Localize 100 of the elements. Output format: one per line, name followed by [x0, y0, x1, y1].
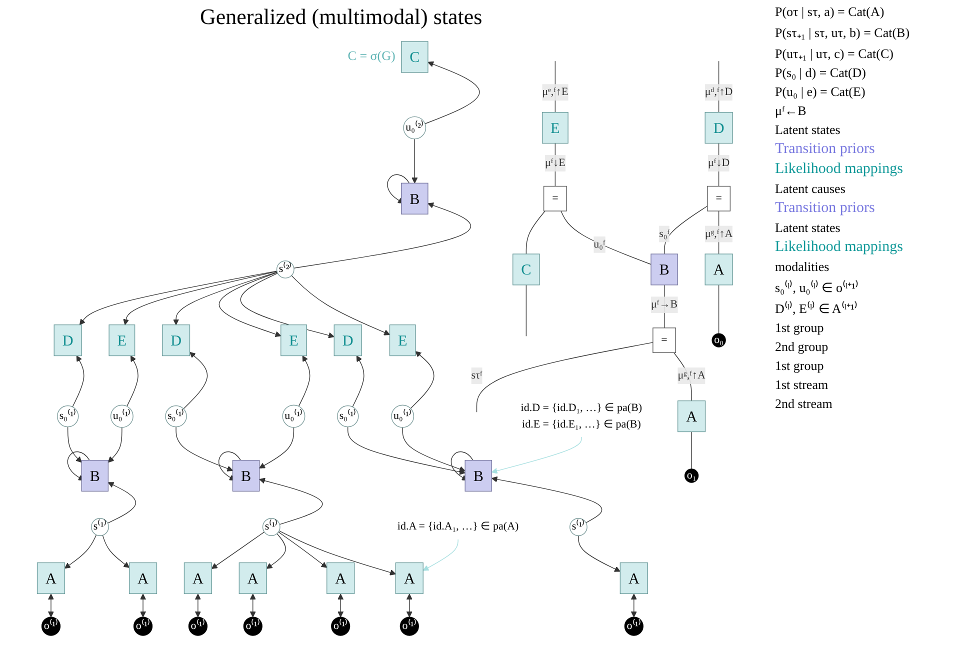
arrow	[259, 478, 323, 525]
annotation-text: P(oτ | sτ, a) = Cat(A)	[775, 4, 886, 20]
arrow	[630, 594, 637, 618]
edge-label: sτᶠ	[471, 370, 482, 382]
arrow	[266, 533, 286, 569]
node-box: A	[395, 562, 424, 594]
node-circle: s⁽²⁾	[276, 260, 294, 278]
annotation-text: s₀⁽ˡ⁾, u₀⁽ˡ⁾ ∈ o⁽ˡ⁺¹⁾	[775, 279, 860, 296]
arrow	[491, 476, 602, 524]
node-box: B	[401, 182, 428, 214]
diagram-title: Generalized (multimodal) states	[200, 4, 482, 30]
node-box: A	[36, 562, 66, 594]
arrow	[450, 452, 474, 481]
node-circle: u₀⁽¹⁾	[282, 404, 306, 428]
node-box: A	[704, 254, 733, 286]
node-box: =	[652, 328, 676, 354]
edge-label: μᵉ,ᶠ↑E	[542, 86, 568, 98]
arrow	[176, 426, 234, 472]
node-box: C	[401, 41, 428, 73]
arrow	[140, 594, 146, 618]
node-box: =	[707, 186, 731, 212]
arrow	[107, 482, 136, 524]
arrow	[294, 202, 471, 268]
node-box: B	[650, 254, 678, 286]
node-box: D	[54, 324, 82, 356]
annotation-text: Likelihood mappings	[775, 161, 904, 178]
annotation-text: 2nd group	[775, 339, 830, 355]
annotation-text: 1st stream	[775, 377, 830, 393]
arrow	[183, 352, 208, 410]
arrow	[48, 594, 54, 618]
edge-label: μᵍ,ᶠ↑A	[678, 370, 706, 382]
arrow	[406, 594, 412, 618]
arrow	[491, 436, 582, 474]
annotation-text: Latent causes	[775, 181, 846, 197]
arrow	[412, 138, 418, 184]
arrow	[578, 535, 620, 572]
arrow	[218, 272, 282, 337]
annotation-text: 2nd stream	[775, 396, 834, 412]
arrow	[67, 452, 90, 481]
node-box: E	[108, 324, 136, 356]
node-circle: u₀⁽¹⁾	[391, 404, 414, 428]
connector	[691, 431, 692, 470]
node-circle: u₀⁽¹⁾	[110, 404, 134, 428]
node-box: E	[280, 324, 307, 356]
arrow	[67, 426, 82, 463]
node-circle: o⁽¹⁾	[331, 616, 350, 636]
node-circle: s⁽¹⁾	[262, 518, 280, 536]
node-box: A	[620, 562, 648, 594]
node-circle: o⁽¹⁾	[41, 616, 61, 636]
annotation-text: modalities	[775, 259, 830, 275]
node-circle: o⁽¹⁾	[624, 616, 644, 636]
node-annotation: C = σ(G)	[348, 48, 396, 64]
arrow	[79, 270, 278, 326]
arrow	[102, 534, 130, 568]
edge-label: μᵈ,ᶠ↑D	[704, 86, 733, 98]
arrow	[250, 594, 256, 618]
node-circle: s⁽¹⁾	[91, 518, 109, 536]
arrow	[123, 271, 278, 326]
arrow	[352, 355, 364, 408]
arrow	[108, 427, 122, 463]
arrow	[422, 539, 458, 571]
arrow	[410, 351, 434, 409]
node-box: A	[128, 562, 158, 594]
annotation-text: P(u₀ | e) = Cat(E)	[775, 84, 866, 100]
node-circle: o⁽¹⁾	[400, 616, 419, 636]
node-text: id.D = {id.D₁, …} ∈ pa(B) id.E = {id.E₁, …} ∈ pa(B)	[520, 402, 642, 430]
annotation-text: Latent states	[775, 220, 842, 236]
node-circle: s₀⁽¹⁾	[165, 405, 187, 428]
annotation-text: P(sτ₊₁ | sτ, uτ, b) = Cat(B)	[775, 24, 911, 41]
connector	[718, 284, 720, 334]
node-circle: s₀⁽¹⁾	[336, 405, 359, 428]
arrow	[278, 530, 396, 576]
node-circle: s₀⁽¹⁾	[56, 405, 79, 428]
connector	[560, 210, 652, 265]
annotation-text: D⁽ˡ⁾, E⁽ˡ⁾ ∈ A⁽ˡ⁺¹⁾	[775, 300, 858, 317]
arrow	[278, 532, 328, 568]
edge-label: u₀ᶠ	[594, 238, 606, 250]
node-circle: o⁽¹⁾	[133, 616, 153, 636]
arrow	[348, 426, 466, 475]
arrow	[387, 174, 410, 204]
annotation-text: Latent states	[775, 122, 842, 138]
arrow	[218, 452, 242, 481]
node-box: B	[464, 460, 492, 492]
connector	[664, 206, 708, 254]
node-circle: o₁	[684, 468, 699, 483]
annotation-text: Transition priors	[775, 200, 876, 217]
node-box: D	[162, 324, 190, 356]
node-box: E	[389, 324, 416, 356]
annotation-text: μᶠ←B	[775, 103, 808, 119]
node-box: B	[81, 460, 109, 492]
edge-label: s₀ᶠ	[659, 228, 670, 240]
connector	[554, 142, 556, 187]
node-box: D	[704, 112, 733, 144]
node-box: =	[543, 186, 567, 212]
node-text: id.A = {id.A₁, …} ∈ pa(A)	[397, 520, 519, 532]
edge-label: μᶠ↓E	[544, 157, 566, 169]
edge-label: μᵍ,ᶠ↑A	[704, 228, 733, 240]
annotation-text: P(uτ₊₁ | uτ, c) = Cat(C)	[775, 45, 894, 62]
arrow	[424, 61, 480, 124]
annotation-text: Likelihood mappings	[775, 239, 904, 256]
